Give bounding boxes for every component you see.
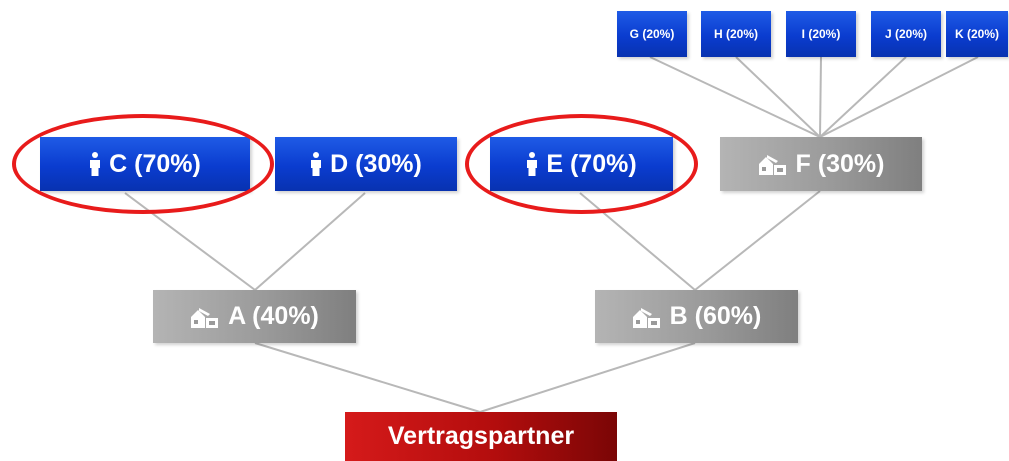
- node-b: B (60%): [595, 290, 798, 343]
- connector-g-f: [649, 56, 821, 138]
- connector-b-root: [479, 342, 696, 413]
- node-j: J (20%): [871, 11, 941, 57]
- node-f-label: F (30%): [795, 149, 885, 178]
- connector-j-f: [819, 56, 907, 138]
- node-a: A (40%): [153, 290, 356, 343]
- node-i-label: I (20%): [801, 27, 841, 41]
- connector-i-f: [819, 56, 822, 138]
- node-a-label: A (40%): [228, 302, 319, 330]
- node-d: D (30%): [275, 137, 457, 191]
- company-icon: [758, 152, 788, 176]
- node-k-label: K (20%): [954, 27, 999, 41]
- highlight-ring-c: [12, 114, 274, 214]
- highlight-ring-e: [465, 114, 698, 214]
- connector-d-a: [254, 192, 366, 291]
- connector-k-f: [819, 56, 979, 138]
- node-g: G (20%): [617, 11, 687, 57]
- company-icon: [190, 305, 220, 329]
- node-i: I (20%): [786, 11, 856, 57]
- person-icon: [310, 152, 322, 176]
- company-icon: [632, 305, 662, 329]
- node-d-label: D (30%): [330, 149, 422, 178]
- connector-a-root: [254, 342, 481, 413]
- node-vertragspartner-label: Vertragspartner: [387, 422, 575, 450]
- node-vertragspartner: Vertragspartner: [345, 412, 617, 461]
- connector-f-b: [694, 190, 821, 291]
- node-h-label: H (20%): [713, 27, 758, 41]
- connector-h-f: [735, 56, 821, 138]
- node-f: F (30%): [720, 137, 922, 191]
- node-j-label: J (20%): [884, 27, 928, 41]
- node-h: H (20%): [701, 11, 771, 57]
- node-b-label: B (60%): [669, 302, 762, 330]
- node-k: K (20%): [946, 11, 1008, 57]
- node-g-label: G (20%): [629, 27, 675, 41]
